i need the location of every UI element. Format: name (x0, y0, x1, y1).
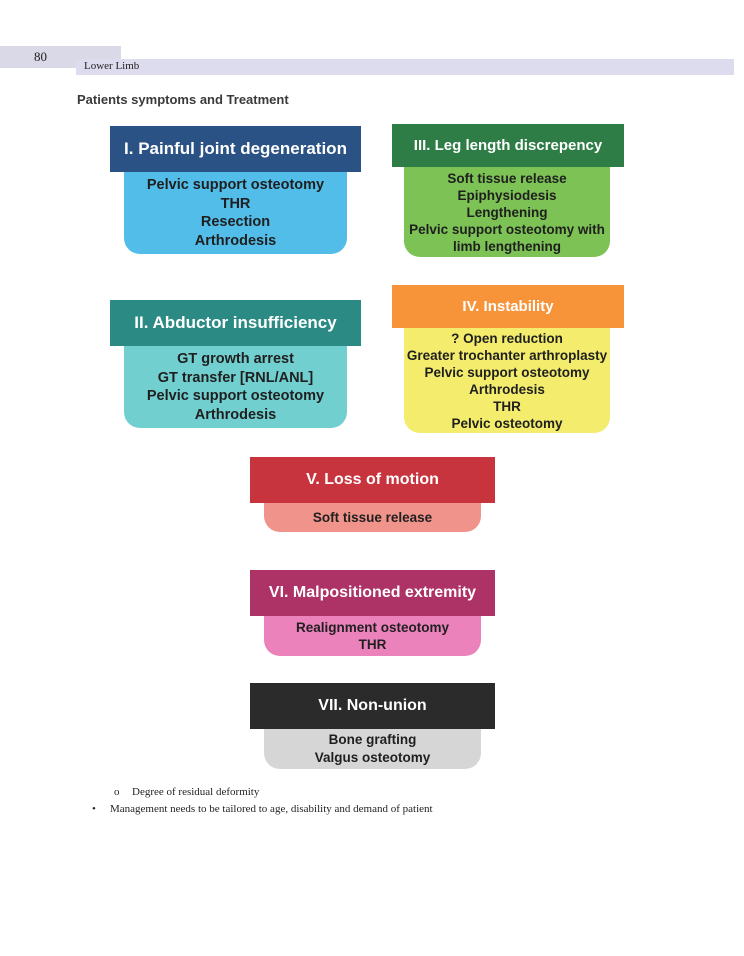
page-number: 80 (34, 49, 47, 64)
card-item: Pelvic support osteotomy (146, 388, 325, 404)
running-head-bar (76, 59, 734, 75)
card-item: Arthrodesis (194, 232, 277, 249)
card-item: Valgus osteotomy (314, 750, 431, 765)
card-item: THR (220, 195, 251, 212)
card-item: Pelvic support osteotomy (146, 177, 325, 193)
list-item: • Management needs to be tailored to age,… (92, 803, 433, 815)
card-title: V. Loss of motion (250, 457, 495, 503)
card-item: Epiphysiodesis (457, 187, 557, 203)
running-head: Lower Limb (84, 60, 140, 72)
card-title: IV. Instability (392, 285, 624, 328)
card-item: Resection (200, 214, 271, 230)
card-title: VII. Non-union (250, 683, 495, 729)
card-item: GT growth arrest (177, 351, 294, 367)
card-loss-of-motion: Soft tissue release V. Loss of motion (250, 457, 495, 532)
card-item: Greater trochanter arthroplasty (406, 347, 608, 363)
card-title: I. Painful joint degeneration (110, 126, 361, 172)
sub-list-item-text: Degree of residual deformity (132, 786, 260, 798)
section-title: Patients symptoms and Treatment (77, 92, 289, 107)
card-item: THR (358, 637, 387, 652)
card-item: Soft tissue release (312, 510, 433, 525)
card-title: VI. Malpositioned extremity (250, 570, 495, 616)
card-item: ? Open reduction (451, 330, 563, 346)
card-item: Pelvic support osteotomy (424, 364, 590, 380)
card-body: GT growth arrest GT transfer [RNL/ANL] Pel… (124, 346, 347, 428)
circle-bullet-icon: o (114, 786, 120, 798)
sub-list-item: o Degree of residual deformity (114, 786, 259, 798)
card-item: limb lengthening (453, 238, 561, 254)
card-item: GT transfer [RNL/ANL] (157, 369, 314, 386)
card-item: Realignment osteotomy (295, 620, 450, 635)
card-item: Arthrodesis (469, 381, 545, 397)
bullet-icon: • (92, 803, 96, 815)
card-item: Pelvic osteotomy (451, 415, 563, 431)
card-item: Bone grafting (328, 732, 417, 747)
card-item: Lengthening (466, 204, 548, 220)
card-title: III. Leg length discrepency (392, 124, 624, 167)
card-title: II. Abductor insufficiency (110, 300, 361, 346)
card-body: Soft tissue release (264, 503, 481, 532)
card-abductor-insufficiency: GT growth arrest GT transfer [RNL/ANL] Pel… (110, 300, 361, 428)
card-item: Soft tissue release (447, 170, 567, 186)
card-item: THR (493, 398, 521, 414)
card-item: Arthrodesis (194, 406, 277, 423)
list-item-text: Management needs to be tailored to age, … (110, 803, 433, 815)
card-item: Pelvic support osteotomy with (409, 221, 605, 237)
